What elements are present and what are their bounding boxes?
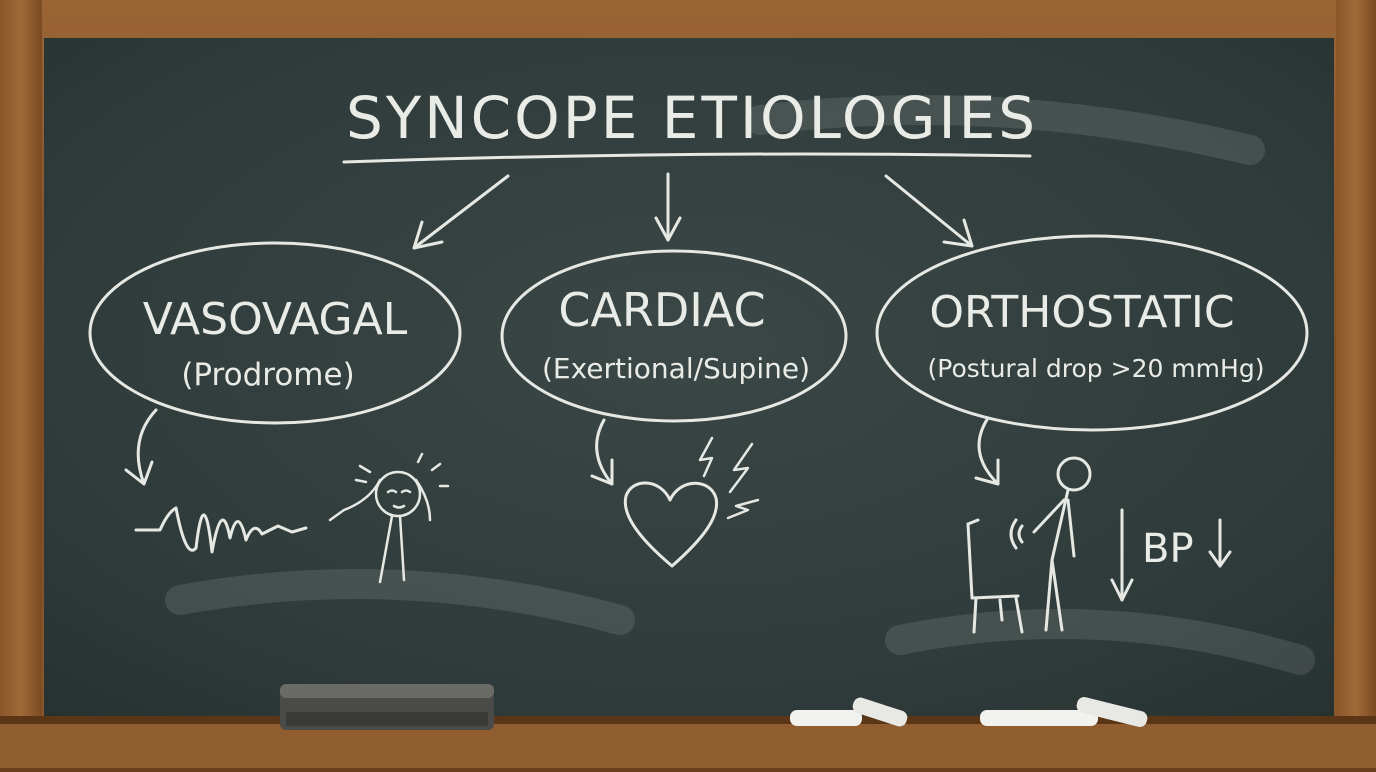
orthostatic-ellipse	[875, 234, 1309, 432]
arrow-to-orthostatic	[884, 174, 974, 248]
vasovagal-ellipse	[88, 241, 462, 425]
title-underline	[342, 152, 1032, 164]
chair-icon	[966, 518, 1024, 634]
cardiac-detail: (Exertional/Supine)	[542, 352, 810, 385]
orthostatic-detail: (Postural drop >20 mmHg)	[928, 354, 1265, 383]
chalk-stick	[980, 710, 1098, 726]
slate-surface	[44, 38, 1334, 716]
cardiac-ellipse	[500, 249, 848, 423]
standing-person-icon	[1009, 456, 1092, 632]
arrow-to-cardiac	[654, 172, 682, 242]
chalk-stick	[790, 710, 862, 726]
arrow-to-vasovagal	[412, 174, 510, 250]
title-arrows	[412, 172, 974, 250]
board-title: SYNCOPE ETIOLOGIES	[346, 84, 1038, 152]
category-ellipses	[88, 234, 1309, 432]
eraser-smudges	[165, 95, 1315, 675]
bp-label: BP	[1142, 526, 1194, 572]
chalk-stick	[852, 697, 908, 727]
vasovagal-label: VASOVAGAL	[143, 294, 408, 345]
chalk-stick	[1076, 697, 1148, 727]
cardiac-label: CARDIAC	[558, 283, 765, 337]
heart-icon	[623, 481, 719, 568]
orthostatic-label: ORTHOSTATIC	[929, 287, 1234, 338]
bp-down-arrow-icon	[1110, 508, 1232, 602]
chalkboard-eraser[interactable]	[280, 684, 494, 730]
sketch-arrows	[124, 408, 1000, 486]
chalk-sticks[interactable]	[790, 696, 1149, 729]
dizzy-person-icon	[328, 452, 450, 584]
waveform-icon	[134, 506, 308, 554]
lightning-icon	[698, 436, 760, 520]
vasovagal-detail: (Prodrome)	[181, 357, 354, 393]
